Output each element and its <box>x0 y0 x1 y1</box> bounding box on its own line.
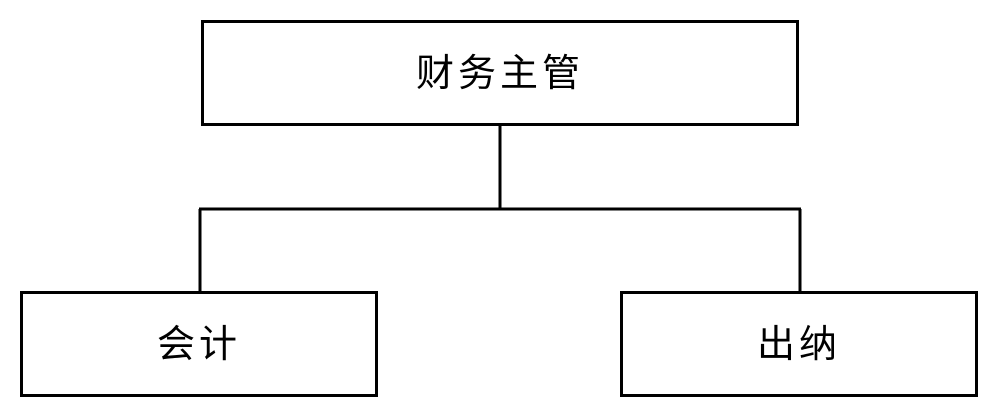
root-node-box: 财务主管 <box>201 20 799 126</box>
child-node-label: 出纳 <box>756 322 841 366</box>
child-node-label: 会计 <box>156 322 241 366</box>
child-node-box-cashier: 出纳 <box>620 291 978 397</box>
child-node-box-accountant: 会计 <box>20 291 378 397</box>
root-node-label: 财务主管 <box>415 51 584 95</box>
